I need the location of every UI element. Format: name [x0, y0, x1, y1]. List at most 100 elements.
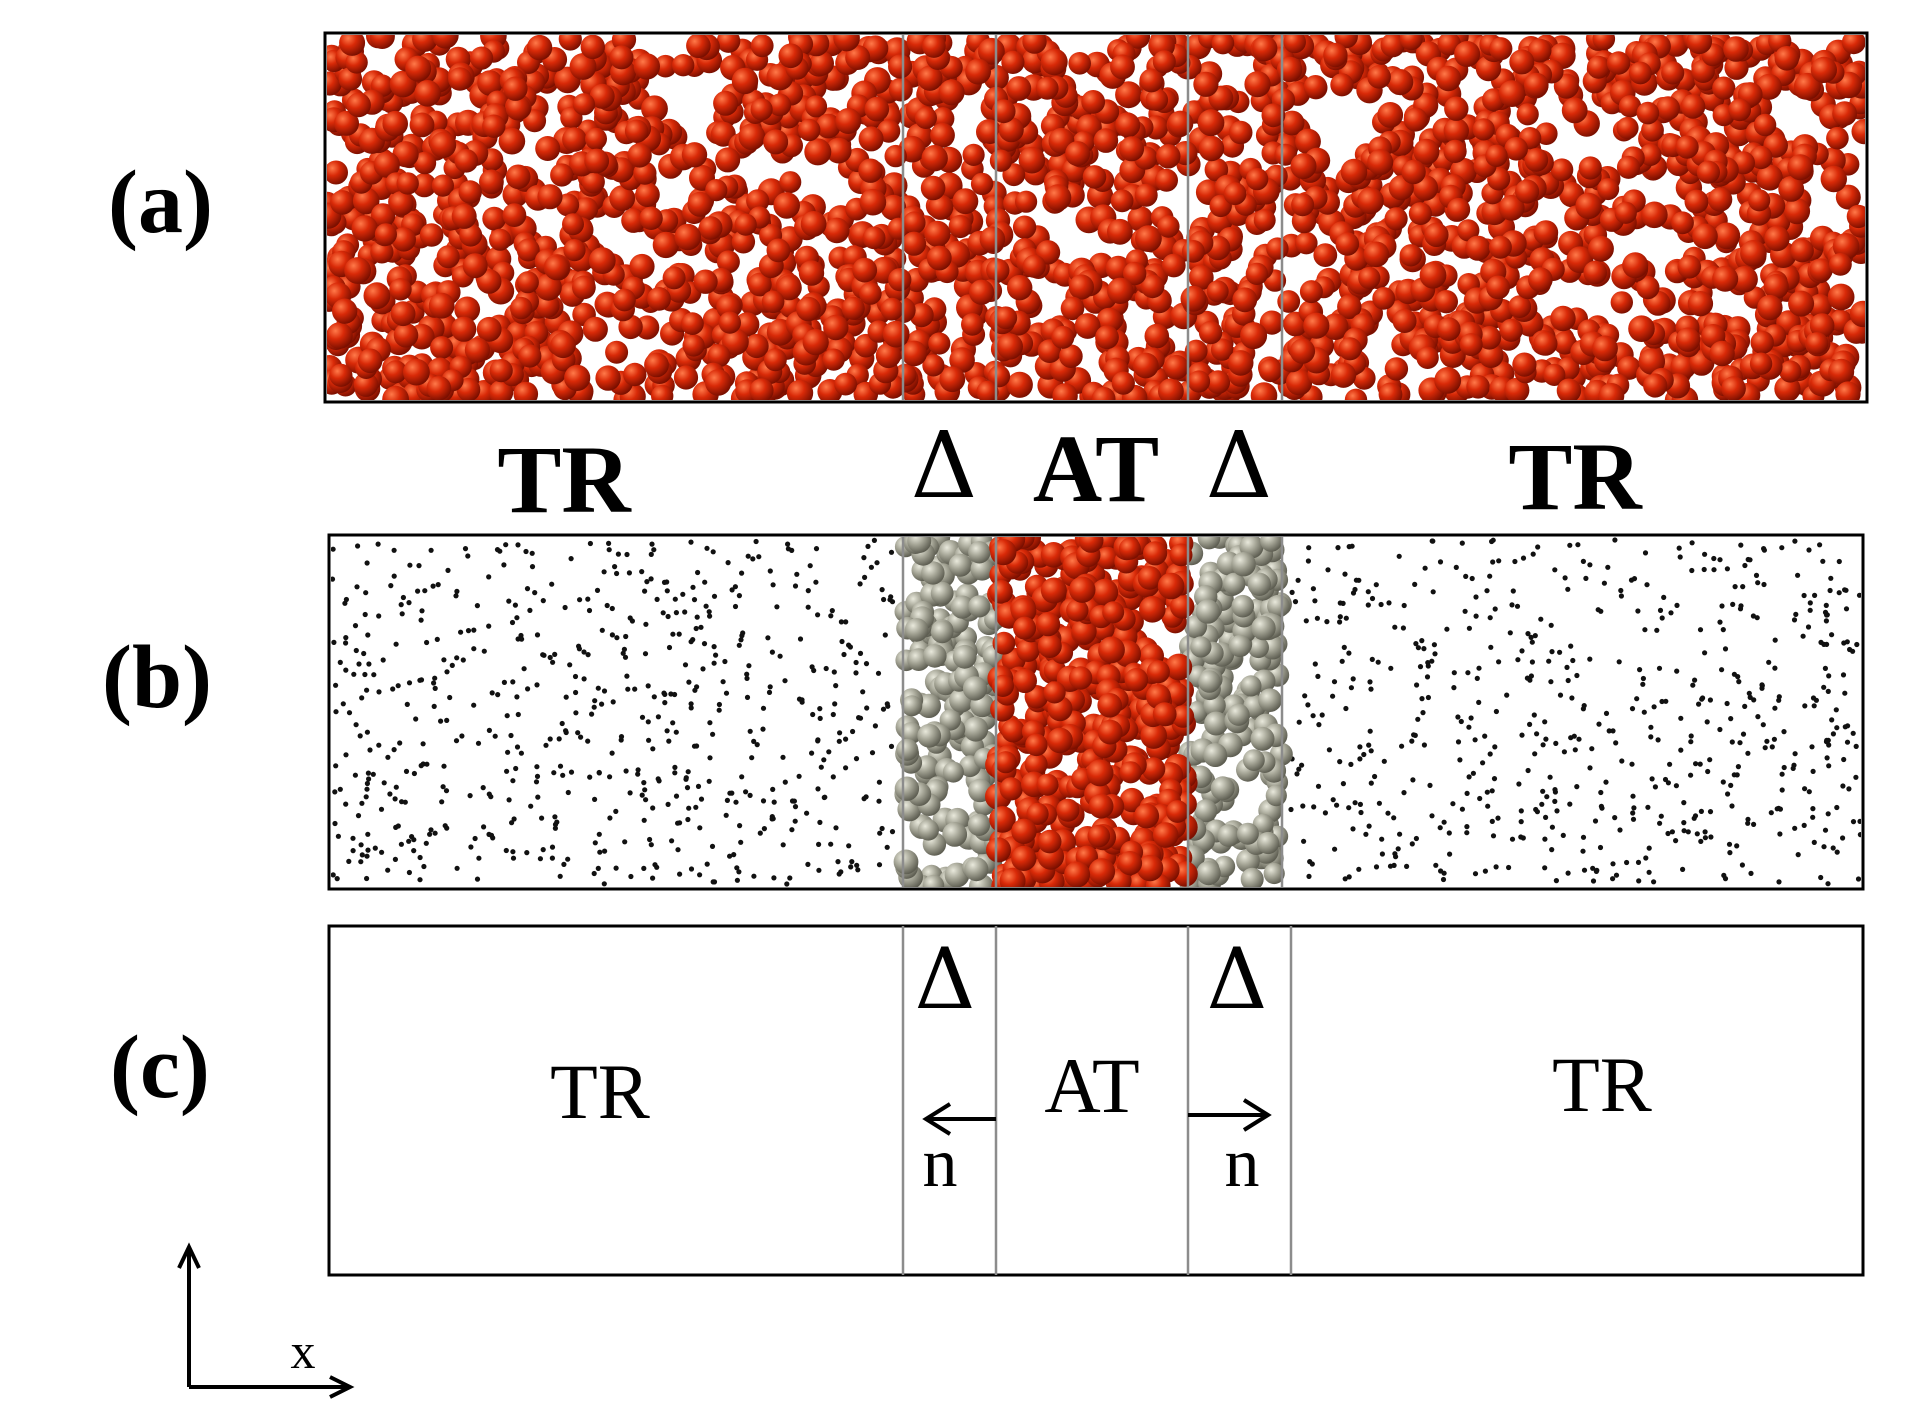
coarse-point: [872, 723, 879, 729]
coarse-point: [581, 676, 587, 682]
coarse-point: [1689, 567, 1695, 574]
atomistic-particle: [880, 194, 907, 221]
atomistic-particle: [1740, 240, 1767, 267]
atomistic-particle: [1372, 287, 1396, 310]
atomistic-particle: [1097, 693, 1122, 718]
coarse-point: [1669, 829, 1675, 835]
atomistic-particle: [880, 297, 904, 321]
coarse-point: [1542, 836, 1548, 842]
coarse-point: [655, 714, 662, 720]
coarse-point: [1617, 827, 1623, 833]
coarse-point: [392, 796, 398, 802]
coarse-point: [1613, 740, 1619, 746]
atomistic-particle: [1723, 36, 1749, 62]
coarse-point: [1419, 696, 1425, 702]
coarse-point: [1738, 603, 1744, 609]
coarse-point: [1473, 613, 1479, 619]
atomistic-particle: [412, 35, 438, 52]
atomistic-particle: [644, 352, 669, 378]
atomistic-particle: [489, 359, 513, 383]
coarse-point: [766, 689, 773, 696]
coarse-point: [1397, 831, 1403, 837]
coarse-point: [1680, 866, 1686, 873]
coarse-point: [1771, 736, 1777, 742]
coarse-point: [587, 540, 594, 547]
atomistic-particle: [1515, 179, 1540, 204]
atomistic-particle: [1011, 818, 1037, 844]
atomistic-particle: [1043, 681, 1066, 704]
coarse-point: [1424, 674, 1431, 680]
atomistic-particle: [1641, 118, 1664, 142]
atomistic-particle: [1851, 119, 1865, 145]
coarse-point: [1702, 650, 1708, 656]
coarse-point: [1649, 776, 1655, 782]
coarse-point: [670, 631, 676, 637]
coarse-point: [1525, 631, 1531, 637]
coarse-point: [1357, 801, 1363, 808]
coarse-point: [1811, 839, 1817, 846]
atomistic-particle: [1835, 184, 1861, 210]
coarse-point: [1841, 756, 1847, 763]
coarse-point: [1493, 864, 1499, 870]
coarse-point: [509, 619, 516, 626]
coarse-point: [688, 866, 695, 872]
coarse-point: [370, 771, 376, 777]
coarse-point: [419, 608, 425, 614]
coarse-point: [1315, 673, 1321, 680]
coarse-point: [813, 546, 820, 552]
coarse-point: [1496, 558, 1502, 564]
coarse-point: [613, 865, 619, 871]
coarse-point: [723, 690, 730, 696]
atomistic-particle: [1707, 187, 1733, 212]
coarse-point: [337, 786, 343, 792]
atomistic-particle: [1550, 158, 1574, 182]
coarse-point: [1656, 665, 1663, 671]
coarse-point: [1518, 808, 1524, 814]
coarse-point: [1759, 685, 1765, 691]
coarse-point: [411, 770, 417, 777]
coarse-point: [677, 871, 683, 877]
atomistic-particle: [1509, 49, 1535, 75]
coarse-point: [623, 768, 629, 774]
hybrid-particle: [1217, 824, 1240, 847]
atomistic-particle: [1528, 267, 1553, 292]
coarse-point: [1777, 806, 1783, 812]
coarse-point: [1415, 716, 1421, 722]
coarse-point: [1369, 595, 1376, 602]
coarse-point: [863, 794, 869, 800]
coarse-point: [416, 563, 422, 569]
coarse-point: [332, 820, 338, 827]
coarse-point: [1549, 824, 1555, 830]
coarse-point: [648, 576, 654, 582]
coarse-point: [481, 824, 487, 830]
coarse-point: [1396, 553, 1402, 559]
atomistic-particle: [1561, 97, 1588, 124]
coarse-point: [1580, 558, 1586, 565]
coarse-point: [460, 657, 466, 663]
coarse-point: [607, 815, 613, 821]
coarse-point: [643, 797, 649, 803]
atomistic-particle: [405, 55, 432, 82]
atomistic-particle: [1091, 386, 1116, 400]
coarse-point: [791, 798, 798, 804]
coarse-point: [366, 661, 372, 667]
coarse-point: [1431, 642, 1437, 648]
atomistic-particle: [1807, 293, 1832, 318]
coarse-point: [1463, 573, 1469, 580]
coarse-point: [1552, 789, 1558, 795]
atomistic-particle: [994, 751, 1017, 774]
coarse-point: [673, 793, 680, 799]
coarse-point: [552, 825, 559, 831]
atomistic-particle: [1139, 596, 1166, 623]
coarse-point: [1690, 682, 1696, 688]
atomistic-particle: [1636, 101, 1660, 125]
hybrid-particle: [1204, 711, 1229, 736]
coarse-point: [533, 779, 540, 785]
atomistic-particle: [1787, 154, 1814, 181]
atomistic-particle: [1384, 357, 1409, 381]
coarse-point: [1640, 681, 1646, 687]
coarse-point: [614, 635, 620, 641]
coarse-point: [350, 835, 356, 841]
coarse-point: [700, 666, 706, 672]
